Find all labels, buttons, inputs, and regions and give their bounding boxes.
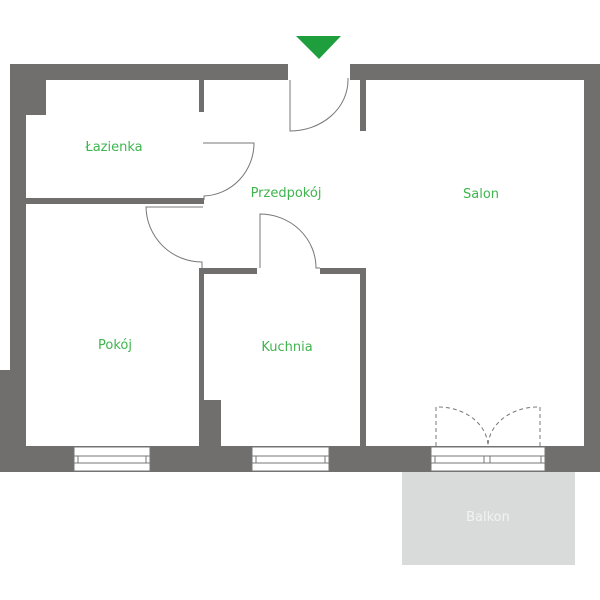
bathroom-door xyxy=(203,142,255,200)
room-label-balcony: Balkon xyxy=(466,510,510,525)
room-label-bedroom: Pokój xyxy=(98,338,132,353)
room-label-kitchen: Kuchnia xyxy=(261,340,313,355)
room-label-bathroom: Łazienka xyxy=(85,140,143,155)
entrance-arrow-icon xyxy=(296,36,341,59)
room-label-living-room: Salon xyxy=(462,187,500,202)
balcony-door xyxy=(435,406,541,447)
kitchen-door xyxy=(259,213,320,269)
windows xyxy=(73,446,546,472)
walls xyxy=(0,64,600,472)
room-label-hallway: Przedpokój xyxy=(250,186,322,201)
entrance-door xyxy=(289,78,349,132)
balcony-area[interactable] xyxy=(402,472,575,565)
bedroom-door xyxy=(145,206,203,268)
doors xyxy=(145,78,541,447)
